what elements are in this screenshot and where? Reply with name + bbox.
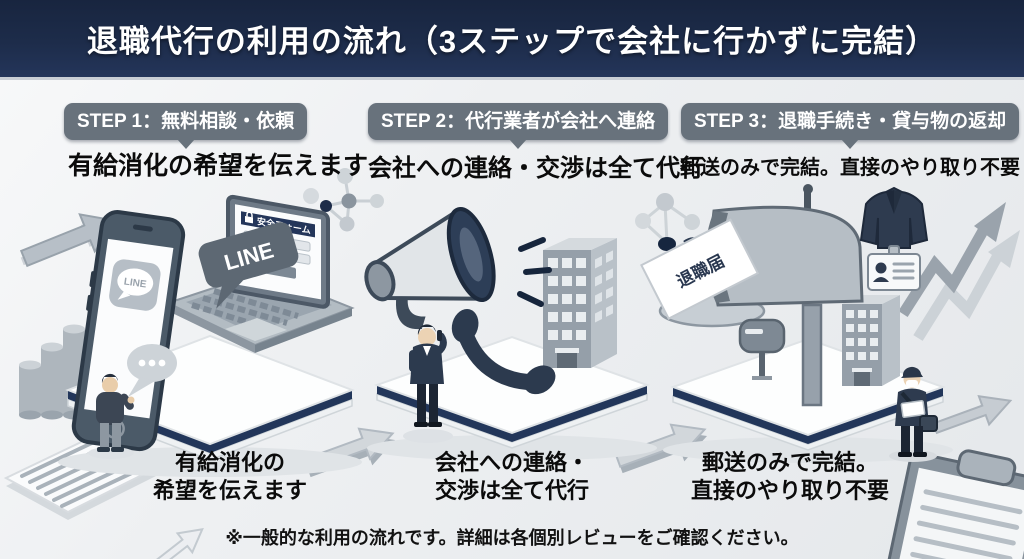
step1-caption-line1: 有給消化の bbox=[174, 450, 285, 475]
step1-caption: 有給消化の 希望を伝えます bbox=[120, 449, 340, 505]
small-arrow-bottom-left-icon bbox=[149, 527, 204, 559]
step2-badge: STEP 2：代行業者が会社へ連絡 bbox=[368, 103, 669, 149]
mailbox-small bbox=[738, 318, 786, 380]
step3-badge: STEP 3：退職手続き・貸与物の返却 bbox=[681, 103, 1020, 149]
line-app-icon: LINE bbox=[109, 259, 161, 311]
office-building-step2 bbox=[543, 238, 617, 368]
step3-caption: 郵送のみで完結。 直接のやり取り不要 bbox=[680, 449, 900, 505]
step3-subtitle: 郵送のみで完結。直接のやり取り不要 bbox=[680, 157, 1020, 179]
step1-caption-line2: 希望を伝えます bbox=[152, 478, 307, 503]
suit-jacket-icon bbox=[859, 186, 929, 249]
flat-arrow-right-icon bbox=[932, 394, 1013, 435]
step2-caption: 会社への連絡・ 交渉は全て代行 bbox=[402, 449, 622, 505]
office-building-step3 bbox=[842, 295, 900, 386]
courier-person bbox=[889, 366, 938, 462]
step2-caption-line2: 交渉は全て代行 bbox=[434, 478, 589, 503]
step3-caption-line1: 郵送のみで完結。 bbox=[701, 450, 878, 475]
step1-badge: STEP 1：無料相談・依頼 bbox=[64, 103, 308, 149]
line-speech-bubble: LINE bbox=[198, 222, 299, 309]
bar-chart-cylinders-icon bbox=[19, 324, 85, 420]
step2-badge-label: STEP 2：代行業者が会社へ連絡 bbox=[381, 111, 656, 132]
network-nodes-icon-2 bbox=[635, 193, 700, 251]
phone-handset-icon bbox=[451, 308, 556, 395]
person-step1 bbox=[88, 373, 135, 459]
line-app-icon-label: LINE bbox=[123, 277, 147, 291]
id-card-icon bbox=[867, 245, 921, 291]
network-nodes-icon-1 bbox=[303, 168, 384, 232]
step3-badge-label: STEP 3：退職手続き・貸与物の返却 bbox=[694, 111, 1007, 132]
header-banner: 退職代行の利用の流れ（3ステップで会社に行かずに完結） bbox=[0, 0, 1024, 80]
typing-dots-bubble bbox=[127, 344, 177, 397]
step2-caption-line1: 会社への連絡・ bbox=[434, 450, 589, 475]
step2-subtitle: 会社への連絡・交渉は全て代行 bbox=[368, 155, 704, 182]
step1-badge-label: STEP 1：無料相談・依頼 bbox=[77, 111, 295, 132]
sound-waves-icon bbox=[517, 237, 552, 307]
step3-caption-line2: 直接のやり取り不要 bbox=[690, 478, 889, 503]
clipboard-icon bbox=[877, 449, 1024, 559]
disclaimer-note: ※一般的な利用の流れです。詳細は各個別レビューをご確認ください。 bbox=[225, 528, 799, 548]
mailbox-large: 退職届 bbox=[640, 184, 864, 407]
step1-subtitle: 有給消化の希望を伝えます bbox=[68, 152, 369, 180]
resignation-envelope: 退職届 bbox=[640, 218, 760, 320]
megaphone bbox=[364, 207, 496, 329]
businessman-step2 bbox=[403, 324, 453, 443]
page-title: 退職代行の利用の流れ（3ステップで会社に行かずに完結） bbox=[86, 24, 938, 59]
